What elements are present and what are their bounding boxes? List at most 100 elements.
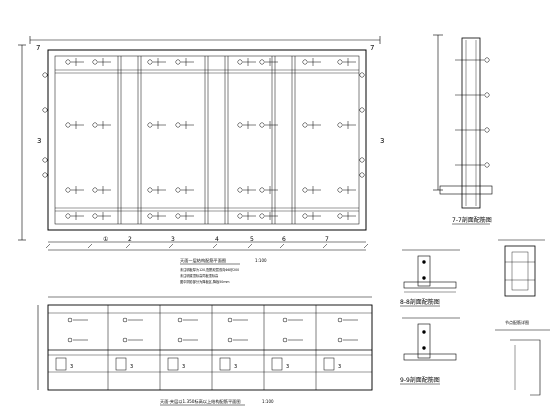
rebar-tag xyxy=(175,59,181,65)
rebar-tag xyxy=(484,57,490,63)
rebar-tag xyxy=(302,213,308,219)
rebar-tag xyxy=(92,59,98,65)
rebar-tag xyxy=(227,337,233,343)
rebar-tag xyxy=(337,317,343,323)
rebar-tag xyxy=(42,72,48,78)
rebar-tag xyxy=(259,187,265,193)
bay-mark: 3 xyxy=(130,364,133,370)
section-8-8 xyxy=(402,249,460,293)
elevation-scale: 1:100 xyxy=(262,399,274,404)
plan-grid-labels: ① 2 3 4 5 6 7 xyxy=(103,236,329,243)
plan-scale: 1:100 xyxy=(255,258,267,263)
rebar-tag xyxy=(359,157,365,163)
axis-label-right: 3 xyxy=(380,137,384,145)
section-7-7-rebar xyxy=(455,57,490,168)
dimension-tick xyxy=(363,243,369,249)
grid-label: 2 xyxy=(128,236,132,243)
rebar-tag xyxy=(359,172,365,178)
rebar-tag xyxy=(42,107,48,113)
dimension-tick xyxy=(212,243,218,249)
section-7-7 xyxy=(433,34,493,209)
dimension-tick xyxy=(322,243,328,249)
pier xyxy=(219,357,231,371)
plan-caption: 天面一层结构配筋平面图 xyxy=(180,257,226,264)
rebar-tag xyxy=(147,122,153,128)
detail-caption: 节点配筋详图 xyxy=(505,319,529,325)
rebar-tag xyxy=(359,107,365,113)
grid-label: 5 xyxy=(250,236,254,243)
rebar-tag xyxy=(65,122,71,128)
pier xyxy=(167,357,179,371)
rebar-tag xyxy=(282,337,288,343)
section-9-9 xyxy=(402,317,460,361)
section-8-8-caption: 8-8剖面配筋图 xyxy=(400,298,440,306)
bay-mark: 3 xyxy=(338,364,341,370)
rebar-tag xyxy=(282,317,288,323)
rebar-tag xyxy=(177,317,183,323)
bay-mark: 3 xyxy=(70,364,73,370)
rebar-tag xyxy=(147,187,153,193)
plan-rebar-marks xyxy=(42,58,365,220)
dimension-tick xyxy=(279,243,285,249)
rebar-tag xyxy=(92,187,98,193)
dimension-tick xyxy=(168,243,174,249)
pier xyxy=(323,357,335,371)
dimension-tick xyxy=(247,243,253,249)
rebar-tag xyxy=(65,187,71,193)
section-9-9-caption: 9-9剖面配筋图 xyxy=(400,376,440,384)
rebar-tag xyxy=(337,187,343,193)
dimension-tick xyxy=(45,243,51,249)
rebar-tag xyxy=(484,92,490,98)
rebar-tag xyxy=(302,59,308,65)
rebar-tag xyxy=(337,213,343,219)
rebar-tag xyxy=(67,337,73,343)
grid-label: 4 xyxy=(215,236,219,243)
grid-label: 3 xyxy=(171,236,175,243)
plan-note-3: 图中阴影部分为降板区,降板50mm xyxy=(180,279,230,284)
elevation-caption: 天面-夹层以1.350标高以上结构配筋平面图 xyxy=(160,398,241,405)
bay-mark: 3 xyxy=(234,364,237,370)
rebar-tag xyxy=(237,213,243,219)
rebar-tag xyxy=(147,59,153,65)
pier xyxy=(55,357,67,371)
grid-label: 6 xyxy=(282,236,286,243)
rebar-tag xyxy=(337,337,343,343)
rebar-tag xyxy=(122,337,128,343)
rebar-tag xyxy=(92,122,98,128)
rebar-tag xyxy=(484,127,490,133)
rebar-tag xyxy=(42,157,48,163)
rebar-tag xyxy=(259,59,265,65)
rebar-tag xyxy=(259,122,265,128)
rebar-tag xyxy=(227,317,233,323)
elevation-rebar xyxy=(67,317,358,343)
rebar-tag xyxy=(65,59,71,65)
pier xyxy=(271,357,283,371)
rebar-tag xyxy=(302,187,308,193)
rebar-tag xyxy=(42,172,48,178)
section-7-7-caption: 7-7剖面配筋图 xyxy=(452,216,492,224)
rebar-tag xyxy=(259,213,265,219)
rebar-tag xyxy=(302,122,308,128)
rebar-tag xyxy=(175,213,181,219)
detail-right xyxy=(495,239,550,396)
plan-note-1: 未注明板厚为120,配筋双层双向Φ8@200 xyxy=(180,267,239,272)
rebar-tag xyxy=(237,59,243,65)
structural-plan xyxy=(18,36,381,251)
bay-mark: 3 xyxy=(286,364,289,370)
rebar-tag xyxy=(237,122,243,128)
rebar-tag xyxy=(122,317,128,323)
rebar-tag xyxy=(147,213,153,219)
rebar-tag xyxy=(65,213,71,219)
pier xyxy=(115,357,127,371)
rebar-tag xyxy=(177,337,183,343)
elevation-plan xyxy=(37,296,373,391)
axis-label-left: 3 xyxy=(37,137,41,145)
rebar-tag xyxy=(237,187,243,193)
grid-label: 7 xyxy=(325,236,329,243)
grid-label: ① xyxy=(103,236,108,243)
elevation-bays xyxy=(47,305,373,390)
axis-label-top-right: 7 xyxy=(370,44,374,52)
rebar-tag xyxy=(175,187,181,193)
